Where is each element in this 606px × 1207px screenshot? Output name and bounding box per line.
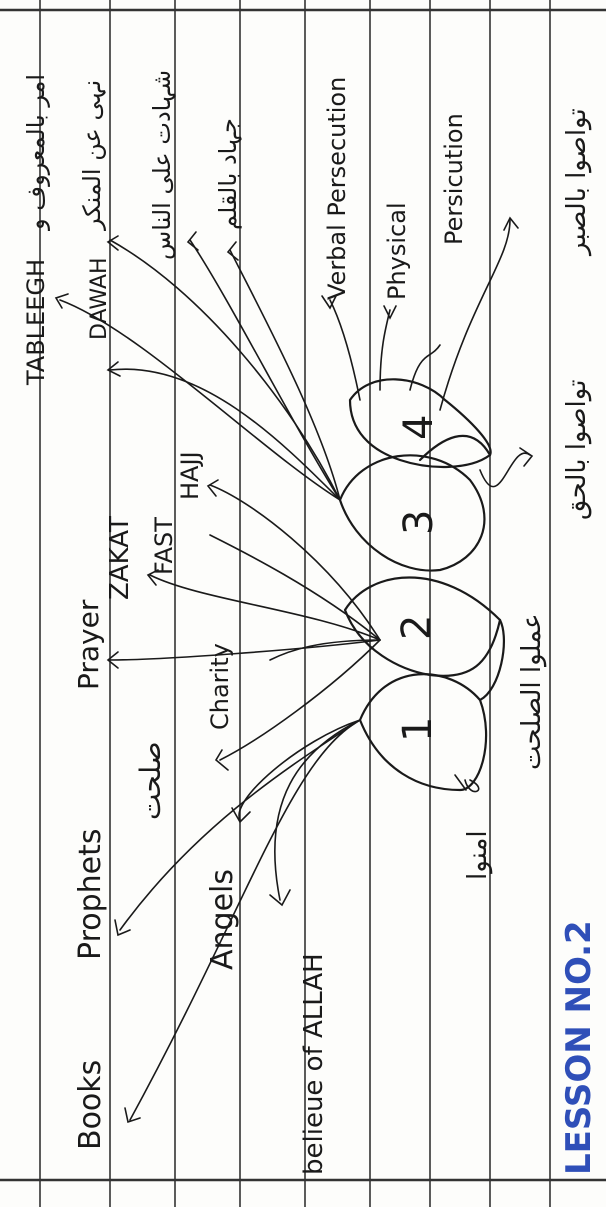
misc-arrows: [454, 774, 480, 793]
belief-of-allah-label: belieue of ALLAH: [299, 953, 329, 1175]
pillar-joint: [418, 434, 492, 462]
pillar-number-4: 4: [396, 415, 442, 440]
amilu-salihat-label: عملوا الصلحت: [517, 613, 547, 770]
pillar-1-labels: Books Prophets Angels belieue of ALLAH ا…: [73, 613, 547, 1175]
pillar-4-arrows: [321, 216, 534, 488]
pillar-3-arrows: [54, 231, 341, 501]
tawasaw-bis-sabr-label: تواصوا بالصبر: [562, 108, 592, 257]
dawah-label: DAWAH: [87, 257, 112, 340]
angels-label: Angels: [205, 869, 240, 970]
books-label: Books: [73, 1060, 108, 1150]
zakat-label: ZAKAT: [105, 516, 135, 600]
prayer-label: Prayer: [72, 599, 105, 690]
jihad-bil-qalam-label: جہاد بالقلم: [214, 118, 242, 230]
pillar-shapes: [338, 378, 505, 792]
nahi-anil-munkar-label: نہی عن المنکر: [78, 80, 106, 231]
persicution-label: Persicution: [440, 113, 468, 245]
pillar-joint-2: [478, 618, 505, 702]
pillar-number-1: 1: [395, 717, 441, 742]
pillar-number-3: 3: [396, 510, 442, 535]
fast-label: FAST: [150, 517, 178, 575]
amanu-label: امنوا: [463, 830, 493, 880]
pillar-2-shape: [343, 576, 502, 677]
tableegh-label: TABLEEGH: [22, 259, 50, 386]
pillar-2-arrows: [106, 479, 381, 771]
pillar-4-labels: Verbal Persecution Physical Persicution …: [323, 77, 592, 300]
pillar-1-arrows: [114, 719, 361, 1124]
pillar-3-shape: [338, 454, 486, 572]
pillar-3-labels: TABLEEGH DAWAH امر بالمعروف و نہی عن الم…: [22, 70, 592, 520]
tawasaw-bil-haqq-label: تواصوا بالحق: [562, 380, 592, 520]
pillar-numbers: 1 2 3 4: [394, 415, 442, 742]
amr-bil-maroof-label: امر بالمعروف و: [22, 74, 50, 231]
shahadat-alan-naas-label: شہادت علی الناس: [148, 70, 176, 260]
verbal-persecution-label: Verbal Persecution: [323, 77, 351, 300]
pillar-2-labels: صلحت Prayer ZAKAT Charity FAST HAJJ: [72, 451, 234, 820]
charity-label: Charity: [206, 643, 234, 730]
pillar-number-2: 2: [394, 615, 440, 640]
lesson-title: LESSON NO.2: [559, 920, 599, 1175]
hajj-label: HAJJ: [176, 451, 204, 500]
salihat-label: صلحت: [134, 741, 167, 820]
physical-label: Physical: [383, 202, 411, 300]
pillar-1-shape: [358, 673, 488, 792]
prophets-label: Prophets: [73, 829, 108, 961]
